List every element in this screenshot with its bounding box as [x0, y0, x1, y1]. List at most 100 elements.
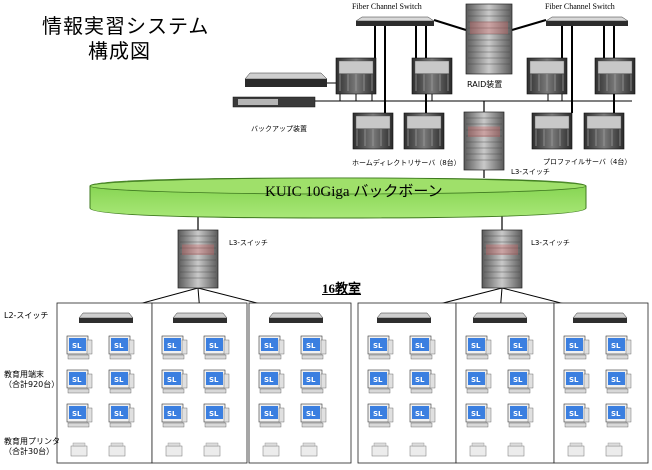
printer-tray	[373, 442, 387, 447]
monitor-screen	[164, 372, 181, 385]
printer-body	[300, 445, 318, 457]
keyboard	[204, 388, 227, 394]
monitor-screen	[303, 338, 320, 351]
monitor-screen	[303, 406, 320, 419]
printer-body	[108, 445, 126, 457]
printer-tray	[607, 442, 621, 447]
monitor-screen	[370, 338, 387, 351]
pc-tower	[387, 407, 394, 423]
pc-tower	[527, 339, 534, 355]
monitor-logo: SL	[471, 342, 481, 350]
l2-switch-label: L2-スイッチ	[4, 311, 49, 320]
pc-tower	[181, 407, 188, 423]
server-panel	[355, 115, 391, 129]
pc-tower	[223, 407, 230, 423]
fc-switch-top	[355, 16, 435, 22]
monitor-logo: SL	[373, 410, 383, 418]
rack-accent	[182, 244, 214, 255]
l2-switch-top	[78, 312, 134, 319]
keyboard	[259, 422, 282, 428]
pc-tower	[128, 373, 135, 389]
keyboard	[162, 388, 185, 394]
monitor-screen	[164, 406, 181, 419]
printer-label-line1: 教育用プリンタ	[4, 437, 60, 446]
profile-server-label: プロファイルサーバ（4台）	[543, 158, 632, 166]
monitor-logo: SL	[611, 376, 621, 384]
fc-switch-front	[546, 21, 628, 26]
monitor-logo: SL	[72, 410, 82, 418]
connection-line	[433, 19, 467, 31]
monitor-logo: SL	[306, 342, 316, 350]
backup-label: バックアップ装置	[251, 125, 307, 133]
printer-body	[605, 445, 623, 457]
backbone-cylinder	[89, 177, 587, 219]
printer-body	[567, 445, 585, 457]
printer-body	[262, 445, 280, 457]
l2-switch-front	[473, 318, 527, 323]
server-panel	[586, 115, 622, 129]
monitor-logo: SL	[513, 376, 523, 384]
pc-tower	[583, 407, 590, 423]
monitor-screen	[608, 338, 625, 351]
monitor-logo: SL	[167, 376, 177, 384]
monitor-screen	[412, 338, 429, 351]
home-directory-server	[335, 57, 377, 95]
monitor-screen	[412, 372, 429, 385]
pc-tower	[223, 373, 230, 389]
monitor-logo: SL	[264, 410, 274, 418]
l3-switch-right-label: L3-スイッチ	[531, 239, 570, 247]
pc-tower	[485, 373, 492, 389]
pc-tower	[128, 407, 135, 423]
monitor-screen	[608, 372, 625, 385]
profile-server	[526, 57, 568, 95]
keyboard	[67, 354, 90, 360]
monitor-screen	[566, 406, 583, 419]
backup-top	[244, 72, 328, 80]
pc-tower	[429, 339, 436, 355]
monitor-logo: SL	[306, 410, 316, 418]
keyboard	[109, 388, 132, 394]
home-directory-server	[352, 112, 394, 150]
printer-tray	[509, 442, 523, 447]
classroom-count-label: 16教室	[322, 281, 362, 296]
pc-tower	[181, 339, 188, 355]
server-panel	[338, 60, 374, 74]
fc-switch-right-label: Fiber Channel Switch	[545, 2, 615, 11]
l2-switch-front	[573, 318, 627, 323]
monitor-screen	[111, 372, 128, 385]
monitor-logo: SL	[167, 342, 177, 350]
printer-tray	[264, 442, 278, 447]
keyboard	[368, 388, 391, 394]
monitor-screen	[261, 372, 278, 385]
monitor-screen	[69, 372, 86, 385]
printer-body	[203, 445, 221, 457]
rack-body	[463, 111, 505, 171]
monitor-logo: SL	[415, 376, 425, 384]
monitor-logo: SL	[471, 376, 481, 384]
l2-switch-front	[173, 318, 227, 323]
pc-tower	[485, 339, 492, 355]
monitor-screen	[261, 338, 278, 351]
diagram-title-line1: 情報実習システム	[42, 14, 210, 38]
monitor-logo: SL	[167, 410, 177, 418]
pc-tower	[429, 407, 436, 423]
keyboard	[301, 354, 324, 360]
pc-tower	[86, 339, 93, 355]
monitor-screen	[510, 406, 527, 419]
monitor-logo: SL	[114, 376, 124, 384]
rack-body	[177, 229, 219, 289]
monitor-screen	[206, 338, 223, 351]
monitor-screen	[468, 406, 485, 419]
monitor-logo: SL	[114, 410, 124, 418]
fc-switch-right	[545, 16, 629, 26]
fc-switch-left	[355, 16, 435, 26]
fc-switch-front	[356, 21, 434, 26]
monitor-logo: SL	[373, 376, 383, 384]
monitor-screen	[69, 406, 86, 419]
monitor-screen	[261, 406, 278, 419]
keyboard	[162, 354, 185, 360]
raid-device	[465, 3, 513, 75]
